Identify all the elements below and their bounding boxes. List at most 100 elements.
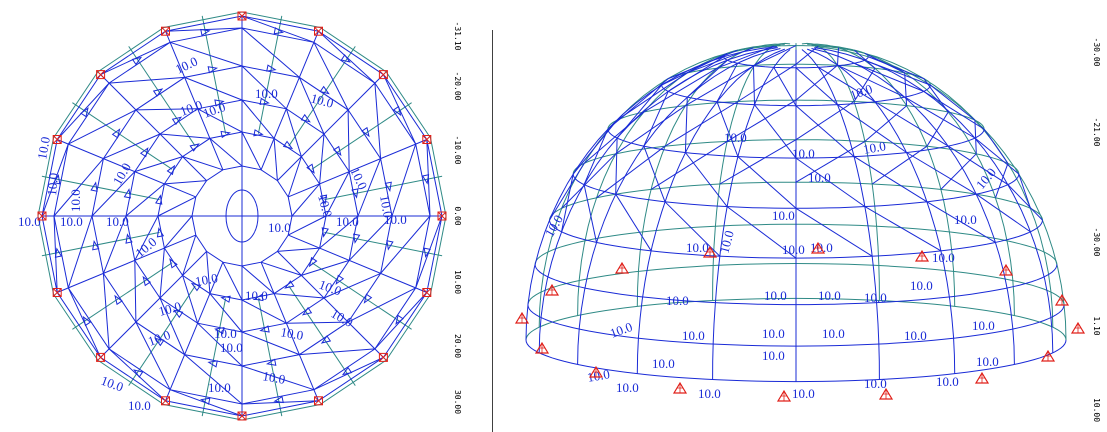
dome-load-label: 10.0: [762, 326, 785, 341]
load-arrow-icon: [169, 258, 178, 269]
plan-load-label: 10.0: [245, 288, 268, 303]
dome-diagonal-brace: [737, 63, 797, 102]
dome-diagonal-brace: [753, 65, 755, 105]
dome-diagonal-brace: [616, 72, 688, 121]
support-hatch: [815, 243, 821, 253]
support-square: [96, 70, 106, 80]
dome-meridian: [801, 49, 880, 380]
support-square: [437, 211, 447, 221]
dome-diagonal-brace: [853, 67, 876, 102]
dome-load-label: 10.0: [910, 278, 933, 293]
plan-central-opening: [225, 189, 259, 243]
plan-load-label: 10.0: [261, 368, 286, 387]
dome-meridian: [636, 48, 785, 374]
square-x-support-icon: [314, 26, 323, 36]
plan-diagonal-brace: [182, 275, 199, 324]
load-arrow-icon: [341, 366, 353, 376]
dome-diagonal-brace: [940, 153, 977, 190]
dome-diagonal-brace: [838, 65, 905, 98]
plan-diagonal-brace: [287, 215, 327, 236]
support-hatch: [677, 383, 683, 393]
plan-diagonal-brace: [134, 260, 137, 323]
dome-diagonal-brace: [1007, 184, 1043, 221]
square-x-support-icon: [52, 135, 62, 144]
triangle-support-icon: [588, 365, 604, 378]
square-x-support-icon: [96, 70, 106, 80]
plan-diagonal-brace: [67, 215, 93, 289]
support-cross: [237, 11, 247, 21]
load-arrow-icon: [82, 315, 92, 327]
plan-radial-member: [277, 251, 384, 358]
dome-diagonal-brace: [719, 139, 797, 185]
dome-diagonal-brace: [754, 45, 797, 66]
dome-diagonal-brace: [904, 96, 976, 139]
dome-diagonal-brace: [974, 137, 1020, 175]
load-arrow-icon: [361, 126, 370, 138]
plan-load-label: 10.0: [208, 380, 231, 395]
support-square: [314, 396, 323, 406]
triangle-support-icon: [1054, 293, 1070, 306]
support-cross: [422, 288, 432, 297]
dome-load-label: 10.0: [792, 386, 815, 401]
plan-load-label: 10.0: [146, 327, 173, 349]
dome-diagonal-brace: [685, 64, 755, 107]
load-arrow-icon: [253, 129, 264, 137]
support-hatch: [1045, 351, 1051, 361]
plan-load-arrows: [53, 27, 431, 405]
triangle-support-icon: [1040, 349, 1056, 362]
dome-diagonal-brace: [795, 67, 838, 106]
plan-diagonal-brace: [380, 215, 431, 274]
plan-diagonal-brace: [134, 215, 159, 261]
plan-diagonal-brace: [347, 109, 350, 172]
dome-diagonal-brace: [818, 66, 876, 103]
square-x-support-icon: [96, 352, 106, 362]
load-arrow-icon: [214, 327, 225, 335]
plan-load-label: 10.0: [110, 160, 134, 187]
dome-load-label: 10.0: [586, 366, 611, 385]
support-square: [52, 288, 62, 297]
square-x-support-icon: [237, 11, 247, 21]
plan-radial-member: [288, 234, 427, 293]
dome-load-label: 10.0: [764, 288, 787, 303]
plan-diagonal-brace: [182, 156, 224, 171]
plan-radial-member: [165, 262, 224, 401]
support-cross: [161, 396, 170, 406]
load-arrow-icon: [154, 337, 165, 347]
plan-diagonal-brace: [134, 156, 183, 173]
load-arrow-icon: [392, 105, 402, 117]
dome-diagonal-brace: [795, 140, 866, 183]
load-arrow-icon: [133, 369, 144, 378]
dome-diagonal-brace: [864, 105, 907, 142]
plan-diagonal-brace: [53, 158, 104, 217]
dome-axis-tick-label: -30.00: [1092, 228, 1101, 257]
plan-supports: [37, 11, 447, 421]
load-arrow-icon: [220, 295, 231, 303]
plan-diagonal-brace: [241, 65, 287, 110]
load-arrow-icon: [319, 85, 330, 95]
plan-diagonal-brace: [222, 261, 243, 301]
dome-diagonal-brace: [643, 145, 666, 202]
dome-axis-tick-label: -21.00: [1092, 118, 1101, 147]
dome-load-label: 10.0: [848, 81, 875, 103]
plan-diagonal-brace: [391, 143, 417, 217]
square-x-support-icon: [422, 135, 432, 144]
dome-load-label: 10.0: [862, 138, 887, 157]
support-cross: [314, 26, 323, 36]
plan-diagonal-brace: [274, 293, 325, 299]
dome-axis-tick-label: -30.00: [1092, 38, 1101, 67]
load-arrow-icon: [300, 113, 311, 123]
plan-diagonal-brace: [159, 133, 210, 139]
plan-radial-member: [57, 139, 196, 198]
load-arrow-icon: [54, 247, 63, 258]
dome-load-label: 10.0: [973, 165, 999, 192]
load-arrow-icon: [363, 293, 373, 304]
dome-diagonal-brace: [737, 156, 797, 209]
dome-diagonal-brace: [583, 111, 645, 164]
dome-diagonal-brace: [837, 104, 907, 153]
plan-radial-member: [165, 31, 224, 170]
dome-meridian: [577, 48, 781, 365]
load-arrow-icon: [220, 130, 231, 139]
plan-radial-member: [288, 139, 427, 198]
dome-diagonal-brace: [795, 207, 873, 257]
